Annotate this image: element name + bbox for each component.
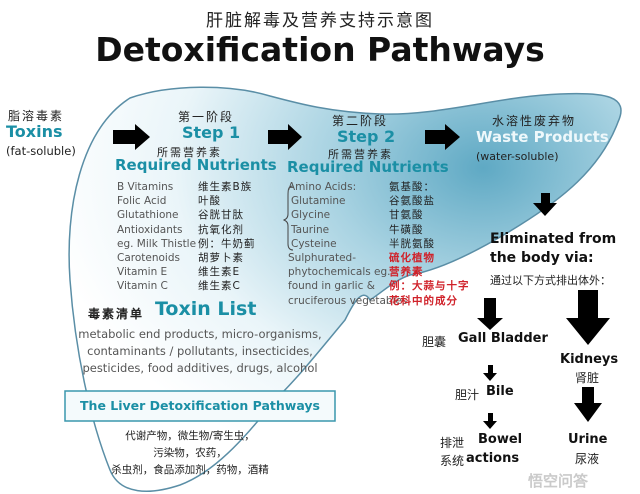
- bile-cn: 胆汁: [455, 388, 480, 402]
- pathways-box-frame: [64, 390, 336, 422]
- arrow-down-urine: [574, 387, 602, 422]
- amino-brace: [282, 185, 294, 251]
- step2-req: Required Nutrients: [287, 158, 449, 176]
- gall-cn: 胆囊: [422, 335, 447, 349]
- bile-en: Bile: [486, 384, 514, 399]
- bowel-en1: Bowel: [478, 432, 523, 447]
- step1-label: Step 1: [182, 123, 241, 142]
- bowel-en2: actions: [466, 451, 520, 466]
- arrow-down-waste: [533, 193, 557, 216]
- pathways-box-label: The Liver Detoxification Pathways: [80, 398, 320, 413]
- step2-req-cn: 所需营养素: [328, 148, 393, 161]
- arrow-down-gall: [477, 298, 503, 330]
- toxin-list-cn: 毒素清单: [88, 307, 145, 321]
- waste-en: Waste Products: [476, 128, 609, 146]
- arrow-down-bile: [483, 365, 497, 381]
- watermark: 悟空问答: [528, 472, 589, 490]
- step1-req-cn: 所需营养素: [157, 146, 222, 159]
- gall-en: Gall Bladder: [458, 331, 548, 346]
- step2-items-cn: 氨基酸：谷氨酸盐甘氨酸牛磺酸半胱氨酸 硫化植物营养素例：大蒜与十字花科中的成分: [389, 181, 470, 307]
- eliminated-cn: 通过以下方式排出体外：: [490, 274, 611, 287]
- arrow-down-bowel: [483, 413, 497, 429]
- title-cn: 肝脏解毒及营养支持示意图: [206, 11, 434, 31]
- arrow-right-2: [268, 124, 302, 150]
- waste-sub: (water-soluble): [476, 150, 559, 163]
- toxins-cn: 脂溶毒素: [8, 109, 65, 123]
- arrow-right-3: [425, 124, 460, 150]
- toxin-list-en: Toxin List: [155, 298, 257, 320]
- arrow-down-kidney: [566, 290, 610, 345]
- toxins-en: Toxins: [6, 122, 63, 141]
- urine-en: Urine: [568, 432, 608, 447]
- urine-cn: 尿液: [575, 452, 600, 466]
- title-en: Detoxification Pathways: [95, 30, 545, 69]
- eliminated-line2: the body via:: [490, 250, 594, 266]
- bowel-cn1: 排泄: [440, 436, 465, 450]
- toxin-list-cn-lines: 代谢产物，微生物/寄生虫，污染物，农药，杀虫剂，食品添加剂，药物，酒精: [111, 430, 269, 476]
- step1-req: Required Nutrients: [115, 156, 277, 174]
- eliminated-line1: Eliminated from: [490, 231, 617, 247]
- arrow-right-1: [113, 124, 150, 150]
- kidneys-en: Kidneys: [560, 352, 619, 367]
- waste-cn: 水溶性废弃物: [492, 114, 577, 128]
- step2-cn: 第二阶段: [332, 114, 389, 128]
- step1-cn: 第一阶段: [178, 110, 235, 124]
- kidneys-cn: 肾脏: [575, 371, 600, 385]
- toxin-list-lines: metabolic end products, micro-organisms,…: [78, 327, 322, 375]
- step2-label: Step 2: [337, 127, 396, 146]
- toxins-sub: (fat-soluble): [6, 144, 76, 158]
- bowel-cn2: 系统: [440, 454, 465, 468]
